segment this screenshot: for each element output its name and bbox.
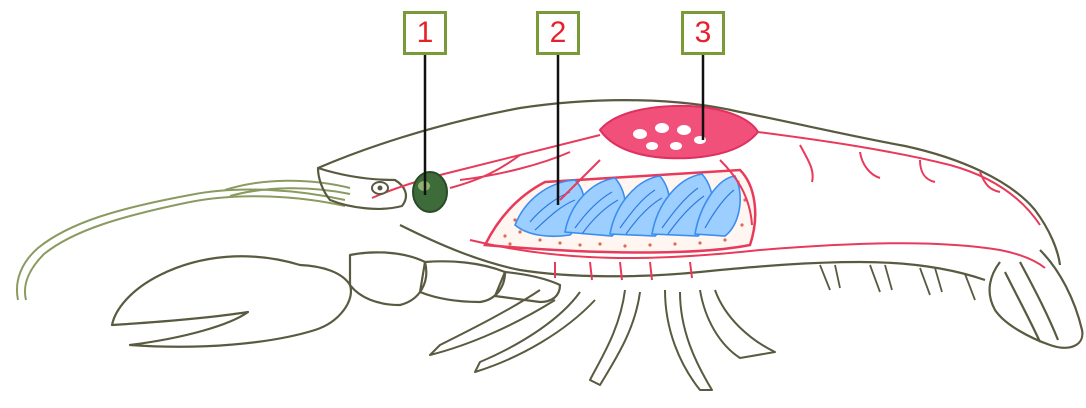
organ-1 bbox=[413, 172, 447, 212]
leg-3 bbox=[590, 290, 640, 385]
claw-segment-1 bbox=[350, 252, 426, 305]
leg-4 bbox=[665, 290, 712, 390]
eye bbox=[372, 182, 388, 194]
leg-2 bbox=[475, 292, 595, 372]
long-antenna bbox=[17, 190, 345, 300]
label-2: 2 bbox=[536, 11, 580, 55]
antennae bbox=[17, 181, 350, 300]
leg-5 bbox=[700, 290, 775, 358]
label-3-text: 3 bbox=[695, 16, 712, 50]
claw-pincer bbox=[112, 256, 351, 346]
label-1-text: 1 bbox=[417, 16, 434, 50]
heart bbox=[600, 106, 758, 158]
label-2-text: 2 bbox=[550, 16, 567, 50]
walking-legs bbox=[430, 290, 775, 390]
label-3: 3 bbox=[681, 11, 725, 55]
claw-segment-2 bbox=[420, 261, 505, 302]
label-1: 1 bbox=[403, 11, 447, 55]
